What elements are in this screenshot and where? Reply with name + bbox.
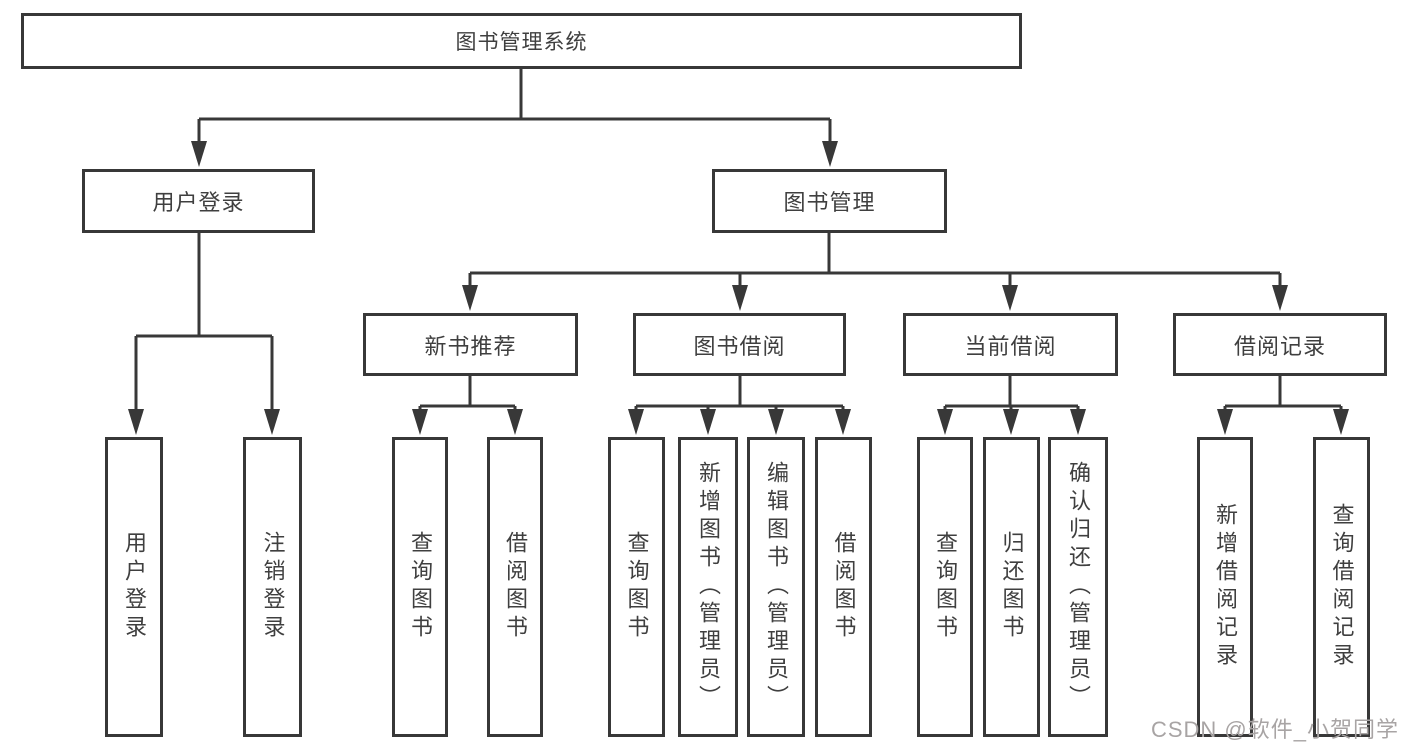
node-book-borrowing: 图书借阅 [633, 313, 846, 376]
leaf-borrowing-borrow-books: 借阅图书 [815, 437, 872, 737]
leaf-borrowing-edit-books-admin: 编辑图书（管理员） [747, 437, 805, 737]
leaf-records-add-record-label: 新增借阅记录 [1213, 503, 1238, 671]
node-book-management: 图书管理 [712, 169, 947, 233]
leaf-current-return-books: 归还图书 [983, 437, 1040, 737]
node-user-login: 用户登录 [82, 169, 315, 233]
leaf-records-add-record: 新增借阅记录 [1197, 437, 1253, 737]
node-new-book-recommend: 新书推荐 [363, 313, 578, 376]
watermark: CSDN @软件_小贺同学 [1150, 717, 1399, 742]
leaf-borrowing-add-books-admin: 新增图书（管理员） [678, 437, 738, 737]
node-book-management-label: 图书管理 [783, 190, 876, 215]
node-borrowing-records-label: 借阅记录 [1233, 333, 1326, 359]
node-user-login-label: 用户登录 [152, 190, 245, 215]
leaf-current-query-books-label: 查询图书 [933, 531, 958, 643]
leaf-newbook-query-books-label: 查询图书 [408, 531, 433, 643]
arrowhead-icons [128, 141, 1349, 435]
leaf-borrowing-borrow-books-label: 借阅图书 [831, 531, 857, 643]
node-book-borrowing-label: 图书借阅 [693, 333, 786, 359]
leaf-current-confirm-return-admin: 确认归还（管理员） [1048, 437, 1108, 737]
leaf-borrowing-add-books-admin-label: 新增图书（管理员） [696, 461, 721, 713]
leaf-logout-login: 注销登录 [243, 437, 302, 737]
leaf-current-return-books-label: 归还图书 [999, 531, 1025, 643]
node-library-system: 图书管理系统 [21, 13, 1022, 69]
node-borrowing-records: 借阅记录 [1173, 313, 1387, 376]
node-current-borrowing-label: 当前借阅 [964, 333, 1057, 359]
leaf-user-login: 用户登录 [105, 437, 163, 737]
leaf-records-query-record: 查询借阅记录 [1313, 437, 1370, 737]
leaf-borrowing-query-books-label: 查询图书 [624, 531, 650, 643]
leaf-borrowing-edit-books-admin-label: 编辑图书（管理员） [764, 461, 789, 713]
node-new-book-recommend-label: 新书推荐 [424, 333, 517, 359]
leaf-current-query-books: 查询图书 [917, 437, 973, 737]
node-library-system-label: 图书管理系统 [455, 31, 588, 54]
leaf-newbook-borrow-books-label: 借阅图书 [503, 531, 528, 643]
leaf-newbook-query-books: 查询图书 [392, 437, 448, 737]
leaf-newbook-borrow-books: 借阅图书 [487, 437, 543, 737]
leaf-user-login-label: 用户登录 [122, 531, 147, 643]
node-current-borrowing: 当前借阅 [903, 313, 1118, 376]
leaf-borrowing-query-books: 查询图书 [608, 437, 665, 737]
leaf-current-confirm-return-admin-label: 确认归还（管理员） [1066, 461, 1091, 713]
leaf-logout-login-label: 注销登录 [260, 531, 286, 643]
leaf-records-query-record-label: 查询借阅记录 [1329, 503, 1355, 671]
